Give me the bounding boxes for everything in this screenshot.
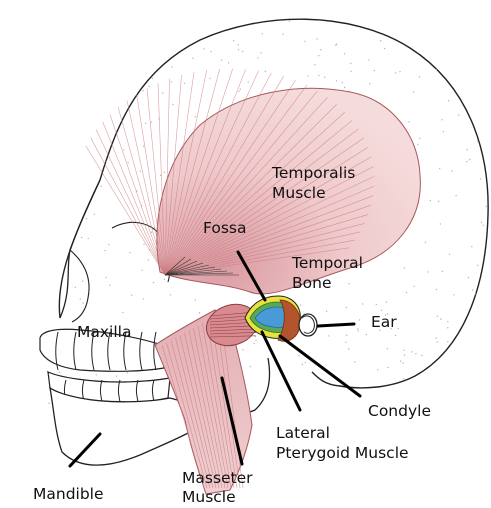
label-lateral-pterygoid-line1: Lateral — [276, 423, 409, 443]
label-masseter-line1: Masseter — [182, 469, 253, 488]
label-mandible: Mandible — [33, 484, 104, 504]
label-masseter-line2: Muscle — [182, 488, 253, 507]
label-temporalis-line1: Temporalis — [272, 163, 355, 183]
label-temporal-bone-line1: Temporal — [292, 253, 363, 273]
label-temporalis-line2: Muscle — [272, 183, 355, 203]
label-lateral-pterygoid-line2: Pterygoid Muscle — [276, 443, 409, 463]
ear-leader — [318, 324, 354, 326]
label-condyle: Condyle — [368, 401, 431, 421]
label-fossa: Fossa — [203, 218, 247, 238]
label-ear: Ear — [371, 312, 397, 332]
ear-canal — [299, 314, 317, 336]
label-masseter-muscle: Masseter Muscle — [182, 469, 253, 507]
label-temporalis-muscle: Temporalis Muscle — [272, 163, 355, 203]
label-temporal-bone: Temporal Bone — [292, 253, 363, 293]
label-maxilla: Maxilla — [77, 322, 131, 342]
label-temporal-bone-line2: Bone — [292, 273, 363, 293]
label-lateral-pterygoid: Lateral Pterygoid Muscle — [276, 423, 409, 463]
